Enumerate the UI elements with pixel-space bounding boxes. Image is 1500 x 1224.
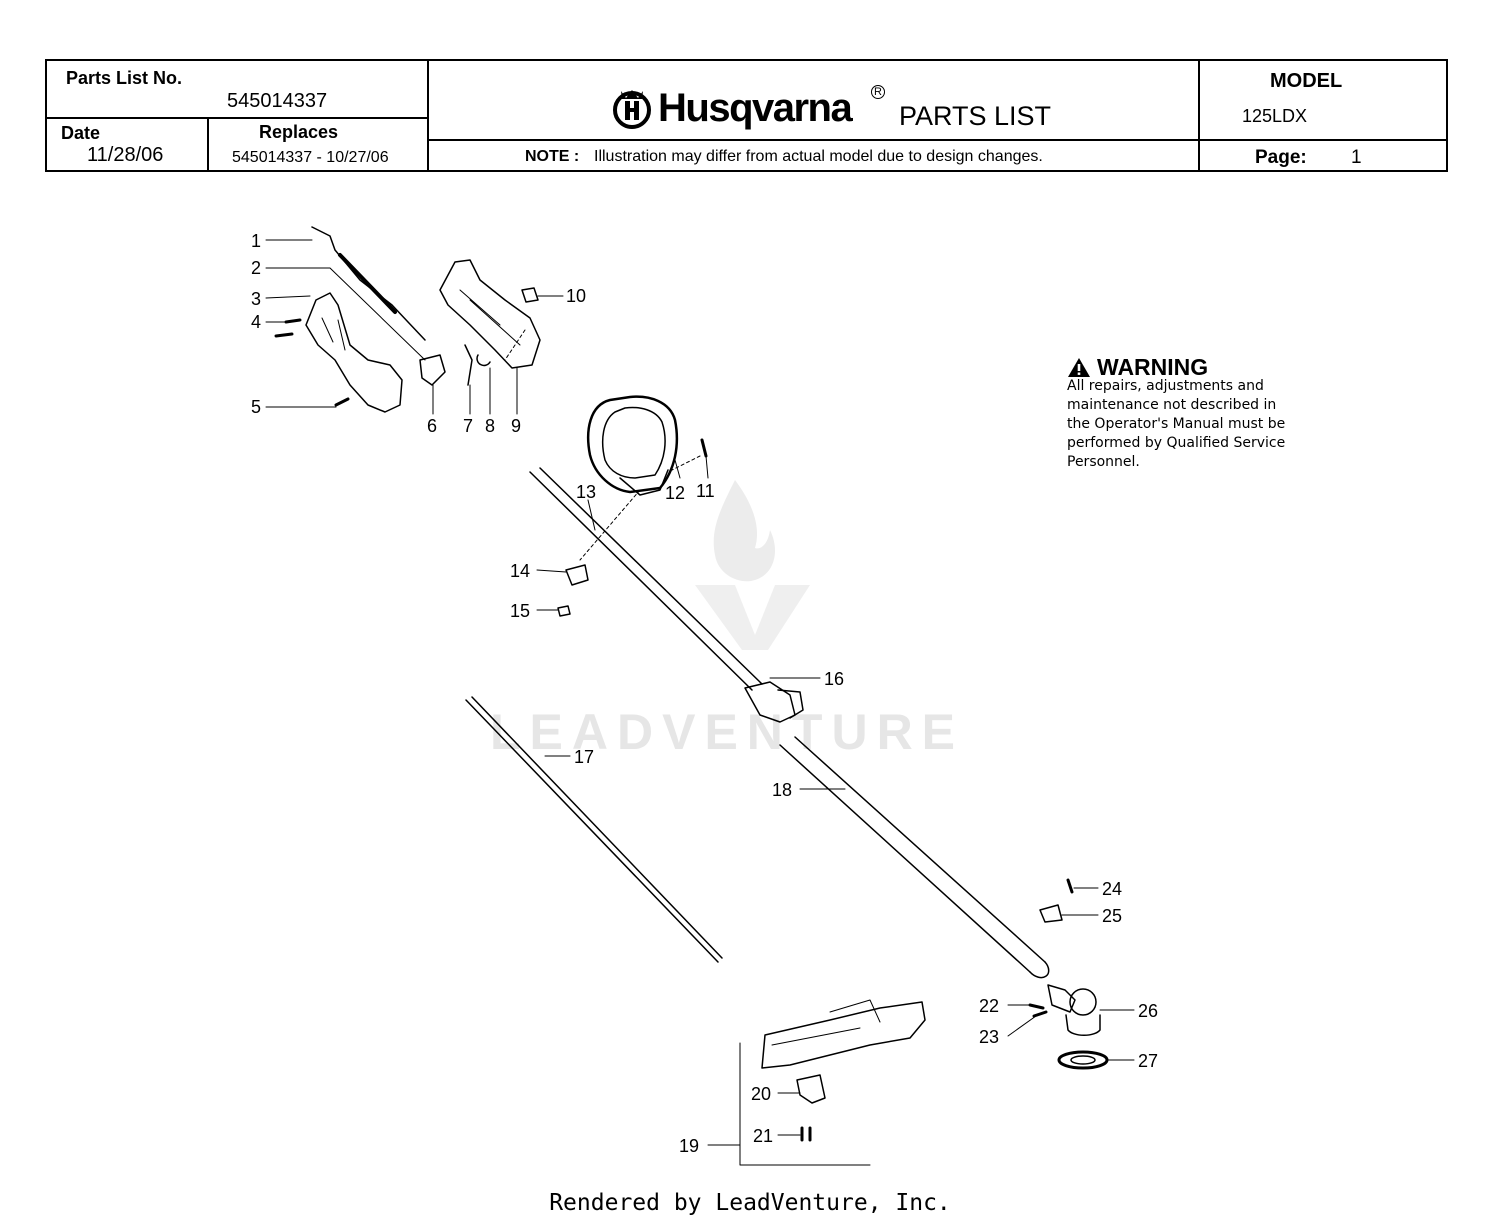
page-number: 1: [1351, 147, 1362, 168]
divider: [427, 61, 429, 170]
warning-line: the Operator's Manual must be: [1067, 416, 1286, 432]
grass-deflector: [761, 1001, 926, 1069]
throttle-housing: [305, 292, 403, 413]
handle-half: [439, 259, 541, 369]
callout-15: 15: [510, 601, 530, 621]
warning-title: WARNING: [1097, 354, 1209, 380]
note-text: Illustration may differ from actual mode…: [594, 148, 1043, 165]
deflector-detail: [771, 999, 881, 1046]
brand-name: Husqvarna: [658, 85, 853, 130]
handle-detail: [459, 289, 521, 346]
callout-22: 22: [979, 996, 999, 1016]
callout-17: 17: [574, 747, 594, 767]
handle-bracket: [619, 469, 669, 496]
callout-2: 2: [251, 258, 261, 278]
parts-list-no: 545014337: [227, 90, 328, 112]
callout-5: 5: [251, 397, 261, 417]
callout-27: 27: [1138, 1051, 1158, 1071]
handle-screw: [700, 438, 708, 458]
model-value: 125LDX: [1242, 106, 1308, 126]
parts-list-no-label: Parts List No.: [66, 68, 183, 88]
page-label: Page:: [1255, 147, 1307, 168]
callout-8: 8: [485, 416, 495, 436]
parts-list-header: Parts List No. 545014337 Date 11/28/06 R…: [45, 59, 1448, 172]
callout-25: 25: [1102, 906, 1122, 926]
cable-spring: [338, 253, 397, 314]
watermark-flame-icon: [695, 480, 810, 650]
housing-detail: [321, 317, 346, 351]
divider: [427, 139, 1448, 141]
gearhead: [1069, 988, 1097, 1016]
warning-line: maintenance not described in: [1067, 397, 1277, 413]
callout-6: 6: [427, 416, 437, 436]
replaces-value: 545014337 - 10/27/06: [232, 149, 389, 166]
divider: [1198, 61, 1200, 170]
coupler-knob: [777, 689, 804, 719]
divider: [207, 118, 209, 170]
clamp: [565, 564, 589, 586]
callout-26: 26: [1138, 1001, 1158, 1021]
date-value: 11/28/06: [87, 144, 164, 166]
gearhead-screws: [1028, 1003, 1048, 1018]
warning-triangle-icon: [1068, 358, 1090, 377]
line-cutter-blade: [796, 1074, 826, 1104]
callout-3: 3: [251, 289, 261, 309]
screw: [274, 318, 350, 407]
bracket: [1039, 904, 1063, 923]
callout-14: 14: [510, 561, 530, 581]
gearhead-collar: [1047, 984, 1076, 1013]
replaces-label: Replaces: [259, 122, 339, 142]
loop-handle-inner: [602, 406, 666, 479]
watermark-text: LEADVENTURE: [490, 704, 965, 760]
gearhead-base: [1065, 1014, 1101, 1037]
clamp-screw: [557, 605, 571, 617]
callout-13: 13: [576, 482, 596, 502]
divider: [47, 117, 428, 119]
nut: [521, 287, 539, 303]
registered-mark: R: [871, 85, 885, 99]
callout-19: 19: [679, 1136, 699, 1156]
warning-line: All repairs, adjustments and: [1067, 378, 1264, 394]
warning-line: Personnel.: [1067, 454, 1140, 470]
warning-text: All repairs, adjustments and maintenance…: [1067, 377, 1317, 472]
warning-line: performed by Qualified Service: [1067, 435, 1286, 451]
washer-hole: [1070, 1055, 1096, 1065]
callout-10: 10: [566, 286, 586, 306]
washer: [1057, 1050, 1109, 1070]
crown-h-icon: [613, 90, 651, 129]
lower-shaft-tube: [779, 736, 1046, 973]
upper-shaft-tube: [529, 467, 763, 691]
note-label: NOTE :: [525, 148, 580, 165]
callout-21: 21: [753, 1126, 773, 1146]
callout-labels: 1 2 3 4 5 6 7 8 9 10 11 12 13 14 15 16 1…: [251, 231, 1158, 1156]
callout-18: 18: [772, 780, 792, 800]
callout-20: 20: [751, 1084, 771, 1104]
callout-1: 1: [251, 231, 261, 251]
date-label: Date: [61, 123, 101, 143]
husqvarna-logo: Husqvarna: [612, 85, 853, 130]
document-type: PARTS LIST: [899, 101, 1052, 131]
lower-shaft-end: [1029, 961, 1050, 979]
callout-12: 12: [665, 483, 685, 503]
model-label: MODEL: [1270, 70, 1343, 92]
callout-4: 4: [251, 312, 261, 332]
callout-9: 9: [511, 416, 521, 436]
bolt: [1066, 878, 1074, 894]
callout-16: 16: [824, 669, 844, 689]
callout-23: 23: [979, 1027, 999, 1047]
trigger-spring: [464, 344, 491, 386]
throttle-trigger: [419, 354, 446, 386]
callout-11: 11: [696, 481, 715, 501]
leader-lines: [265, 239, 1135, 1146]
throttle-cable: [311, 226, 426, 341]
drive-shaft: [465, 696, 723, 963]
callout-24: 24: [1102, 879, 1122, 899]
deflector-group-bracket: [739, 1042, 871, 1166]
footer-credit: Rendered by LeadVenture, Inc.: [549, 1190, 951, 1216]
deflector-screws: [800, 1126, 812, 1142]
coupler: [744, 681, 796, 723]
callout-7: 7: [463, 416, 473, 436]
